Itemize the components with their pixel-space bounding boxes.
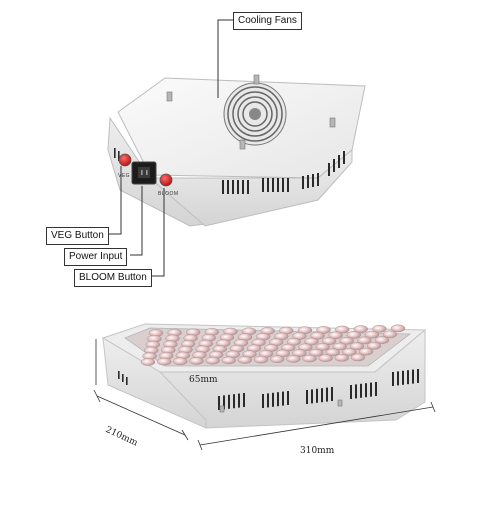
led-lens [374,336,390,344]
vent-slot [311,389,313,404]
led-lens [316,326,331,334]
vent-slot [282,391,284,406]
vent-slot [392,372,394,386]
vent-slot [365,383,367,398]
led-lens [321,337,337,345]
led-lens [339,336,354,345]
led-lens [372,324,387,333]
back-view-unit [107,74,366,227]
veg-button-label: VEG Button [46,227,109,245]
vent-slot [360,383,362,398]
led-lens [350,353,366,362]
front-unit-side-vents [118,371,128,385]
cooling-fans-label: Cooling Fans [233,12,302,30]
led-lens [353,325,368,333]
back-unit-side-vents [114,148,120,161]
led-lens [140,358,156,366]
led-lens [286,355,301,363]
led-lens [304,337,319,346]
bloom-switch[interactable] [159,173,173,187]
led-lens [334,353,349,362]
vent-slot [326,387,328,402]
cooling-fan-grille [223,82,287,146]
vent-slot [287,391,289,405]
led-lens [292,349,307,357]
back-unit-vent-slots [222,151,345,194]
led-lens [221,356,237,365]
front-view-unit [101,323,427,429]
led-lens [328,331,343,340]
led-lens [349,342,365,351]
dimension-lines [93,339,436,451]
power-input-label: Power Input [64,248,128,266]
led-lens [315,343,330,351]
bloom-button-label: BLOOM Button [74,269,152,287]
vent-slot [355,384,357,399]
led-lens [308,348,324,357]
vent-slot [375,382,377,396]
vent-slot [277,392,279,407]
veg-switch-text: VEG [118,173,131,179]
veg-switch[interactable] [118,153,132,167]
led-lens [270,355,285,364]
led-lens [173,357,188,366]
front-unit-screws [219,399,343,413]
vent-slot [238,393,240,408]
front-unit-vent-slots [218,369,419,410]
bloom-switch-text: BLOOM [158,191,179,197]
vent-slot [267,393,269,408]
led-lens [342,348,357,356]
vent-slot [316,388,318,403]
led-lens [189,357,204,365]
vent-slot [412,369,414,384]
led-lens [325,348,340,357]
vent-slot [397,371,399,386]
led-lens [382,330,398,339]
hanging-screws [166,74,336,150]
led-lens [335,325,350,334]
led-lens [357,336,372,345]
vent-slot [272,392,274,407]
led-lens [253,355,269,364]
vent-slot [262,394,264,408]
height-dimension-label: 65mm [189,375,218,385]
vent-slot [233,394,235,409]
led-array [140,324,406,366]
led-lens [332,342,347,351]
led-lens [358,347,374,356]
vent-slot [321,388,323,403]
led-lens [237,356,253,364]
led-lens [302,354,317,363]
vent-slot [218,396,220,410]
led-lens [390,324,406,333]
led-lens [346,331,361,339]
vent-slot [370,382,372,397]
vent-slot [350,385,352,399]
width-dimension-label: 310mm [300,446,335,456]
vent-slot [228,394,230,409]
led-lens [364,330,380,339]
vent-slot [223,395,225,410]
vent-slot [417,369,419,383]
led-lens [156,357,172,366]
led-lens [366,341,382,350]
vent-slot [402,370,404,385]
led-lens [318,354,333,362]
led-lens [205,356,220,365]
led-lens [310,331,325,340]
vent-slot [331,387,333,401]
vent-slot [407,370,409,385]
vent-slot [306,390,308,404]
power-input-socket[interactable] [131,161,157,185]
vent-slot [243,393,245,407]
callout-lines [108,19,233,277]
led-lens [298,343,313,352]
